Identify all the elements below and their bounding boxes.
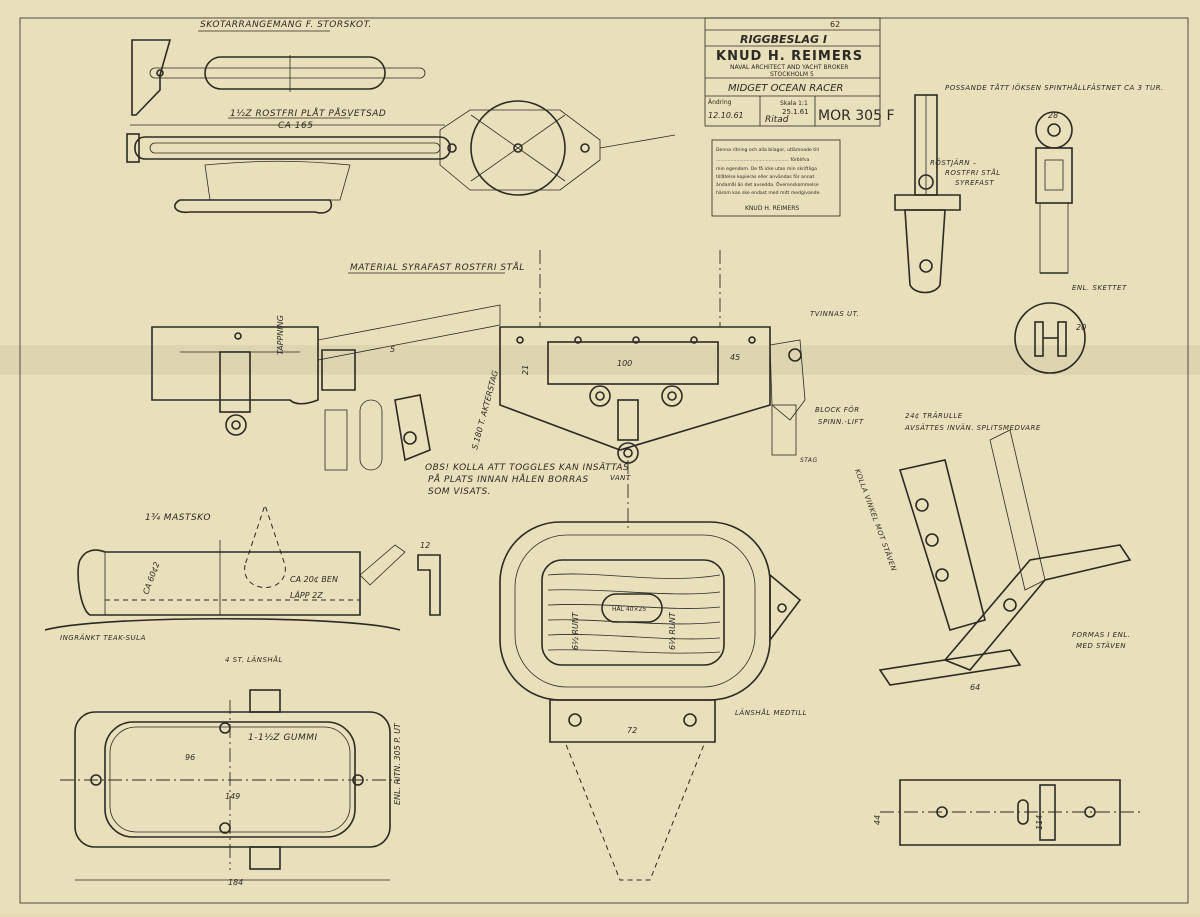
drawn-date: 25.1.61 xyxy=(782,108,809,116)
title-block: 62 RIGGBESLAG I KNUD H. REIMERS NAVAL AR… xyxy=(704,17,895,127)
syrefast-note: SYREFAST xyxy=(955,179,994,187)
dim-72: 72 xyxy=(627,726,637,735)
sheet-border xyxy=(19,17,1189,904)
dim-64: 64 xyxy=(970,683,980,692)
hatch-drawing: HÅL 40×25 6½ RUNT 6½ RUNT 72 LÄNSHÅL MED… xyxy=(499,521,807,881)
enl-label: ENL. RITN. 305 P. UT xyxy=(393,722,402,805)
traveller-title: SKOTARRANGEMANG F. STORSKOT. xyxy=(200,20,372,30)
tvinnas-note: TVINNAS UT. xyxy=(810,310,859,318)
runt-right: 6½ RUNT xyxy=(668,611,677,650)
stag-label: STAG xyxy=(800,457,818,464)
mastsko-label: 1¾ MASTSKO xyxy=(145,513,211,523)
mast-step-drawing: 1¾ MASTSKO INGRÄNKT TEAK-SULA CA 60¢2 CA… xyxy=(44,503,441,664)
drawn-signature: Ritad xyxy=(765,115,789,125)
company-name: KNUD H. REIMERS xyxy=(716,49,863,64)
mast-fitting-left: MATERIAL SYRAFAST ROSTFRI STÅL 5 TAPPNIN… xyxy=(151,261,629,497)
stamp-line-3: min egendom. De få icke utan min skriftl… xyxy=(716,165,817,172)
stamp-line-4: tillåtelse kopieras eller användas för a… xyxy=(716,173,814,180)
splitstag-note: AVSÄTTES INVÄN. SPLITSMEDVARE xyxy=(904,423,1041,432)
dim-21: 21 xyxy=(521,365,530,375)
trarulle-note: 24¢ TRÄRULLE xyxy=(905,411,963,420)
runt-left: 6½ RUNT xyxy=(571,611,580,650)
hole-label: HÅL 40×25 xyxy=(612,606,646,613)
dim-28: 28 xyxy=(1048,111,1058,120)
dim-100: 100 xyxy=(617,359,632,368)
skett-note: ENL. SKETTET xyxy=(1072,284,1127,292)
dim-114: 114 xyxy=(1035,815,1044,830)
stamp-line-6: härom kan ske endast med mitt medgivande… xyxy=(716,190,821,196)
drawing-heading: RIGGBESLAG I xyxy=(740,33,827,46)
sheet-traveller-drawing: SKOTARRANGEMANG F. STORSKOT. 1½Z ROSTFRI… xyxy=(126,20,676,214)
dim-6: 5 xyxy=(390,345,395,354)
material-note: MATERIAL SYRAFAST ROSTFRI STÅL xyxy=(350,261,525,273)
dim-44: 44 xyxy=(873,815,882,825)
change-date: 12.10.61 xyxy=(708,111,744,120)
ca165-label: CA 165 xyxy=(278,121,313,131)
ca20-label: CA 20¢ BEN xyxy=(290,575,338,584)
obs-line-2: PÅ PLATS INNAN HÅLEN BORRAS xyxy=(428,473,589,485)
sheet-number: 62 xyxy=(830,20,840,29)
rostfri-note: ROSTFRI STÅL xyxy=(945,168,1001,177)
dim-45: 45 xyxy=(730,353,740,362)
lapp-label: LÄPP 2Z xyxy=(290,590,323,600)
dim-12: 12 xyxy=(420,541,430,550)
formas-note-1: FORMAS I ENL. xyxy=(1072,631,1130,639)
project-name: MIDGET OCEAN RACER xyxy=(728,83,843,94)
formas-note-2: MED STÄVEN xyxy=(1076,641,1126,650)
rostjarn-note: RÖSTJÄRN – xyxy=(930,158,977,167)
chainplate-drawing: POSSANDE TÅTT IÖKSEN SPINTHÅLLFÄSTNET CA… xyxy=(894,83,1164,374)
dim-184: 184 xyxy=(228,878,243,887)
lanshal-label: 4 ST. LÄNSHÅL xyxy=(225,655,283,664)
dim-149: 149 xyxy=(225,792,240,801)
toppstag-note: POSSANDE TÅTT IÖKSEN SPINTHÅLLFÄSTNET CA… xyxy=(945,83,1164,92)
stamp-signature: KNUD H. REIMERS xyxy=(745,205,799,212)
lanshal-medtill: LÄNSHÅL MEDTILL xyxy=(735,708,807,717)
gummi-label: 1-1½Z GUMMI xyxy=(248,733,318,743)
copyright-stamp: Denna ritning och alla bilagor, utlämnad… xyxy=(711,139,841,217)
plate-note: 1½Z ROSTFRI PLÅT PÅSVETSAD xyxy=(230,107,386,119)
stamp-line-2: ........................................… xyxy=(716,157,810,163)
block-note: BLOCK FÖR xyxy=(815,405,860,414)
drawing-number: MOR 305 F xyxy=(818,108,895,124)
scale-label: Skala 1:1 xyxy=(780,100,808,107)
sheave-circle xyxy=(470,100,566,196)
dim-96: 96 xyxy=(185,753,195,762)
deck-plate-drawing: 1-1½Z GUMMI 149 96 184 ENL. RITN. 305 P.… xyxy=(60,689,402,887)
teak-label: INGRÄNKT TEAK-SULA xyxy=(60,633,146,642)
obs-line-1: OBS! KOLLA ATT TOGGLES KAN INSÄTTAS xyxy=(425,462,629,473)
company-city: STOCKHOLM 5 xyxy=(770,71,814,78)
spinn-note: SPINN.-LIFT xyxy=(818,418,864,426)
stamp-line-1: Denna ritning och alla bilagor, utlämnad… xyxy=(716,147,819,153)
fold-crease xyxy=(0,345,1200,375)
tappning-label: TAPPNING xyxy=(276,315,285,355)
dim-20: 20 xyxy=(1076,323,1086,332)
obs-line-3: SOM VISATS. xyxy=(428,487,491,497)
vant-label: VANT xyxy=(610,474,631,482)
stamp-line-5: ändamål än det avsedda. Överenskommelse xyxy=(716,181,819,188)
change-label: Ändring xyxy=(708,99,732,106)
company-subtitle: NAVAL ARCHITECT AND YACHT BROKER xyxy=(730,64,848,71)
